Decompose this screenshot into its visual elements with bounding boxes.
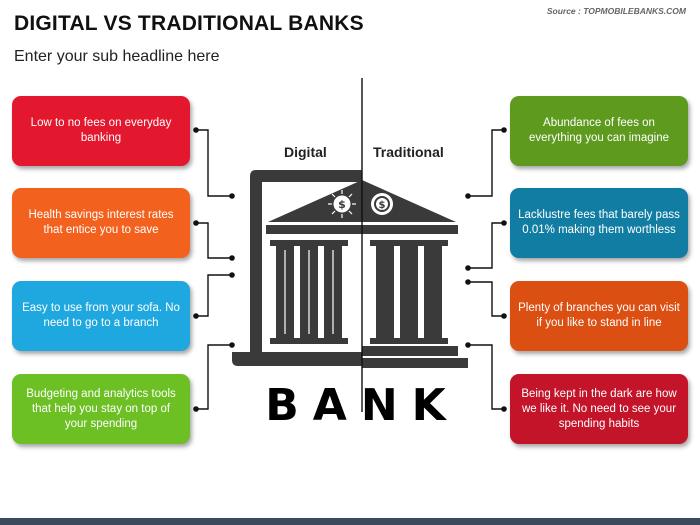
traditional-coin-icon: $	[371, 193, 393, 215]
left-connectors	[196, 129, 232, 410]
page-subtitle: Enter your sub headline here	[14, 48, 220, 65]
svg-text:$: $	[379, 200, 386, 211]
digital-point-1: Low to no fees on everyday banking	[12, 96, 190, 166]
traditional-point-3: Plenty of branches you can visit if you …	[510, 281, 688, 351]
right-connectors	[468, 129, 504, 410]
bottom-bar	[0, 518, 700, 525]
traditional-point-1: Abundance of fees on everything you can …	[510, 96, 688, 166]
traditional-point-4: Being kept in the dark are how we like i…	[510, 374, 688, 444]
digital-label: Digital	[284, 144, 327, 160]
traditional-label: Traditional	[373, 144, 444, 160]
traditional-point-2: Lacklustre fees that barely pass 0.01% m…	[510, 188, 688, 258]
digital-point-2: Health savings interest rates that entic…	[12, 188, 190, 258]
source-credit: Source : TOPMOBILEBANKS.COM	[546, 6, 686, 16]
digital-coin-icon: $	[328, 190, 356, 218]
right-connector-dots	[465, 127, 507, 412]
digital-screen-icon	[232, 170, 362, 366]
left-connector-dots	[193, 127, 235, 412]
digital-point-4: Budgeting and analytics tools that help …	[12, 374, 190, 444]
svg-text:$: $	[338, 198, 346, 211]
traditional-columns-icon	[362, 240, 468, 368]
bank-word: BANK	[265, 380, 460, 431]
digital-column-stripes	[284, 250, 334, 334]
digital-point-3: Easy to use from your sofa. No need to g…	[12, 281, 190, 351]
page-title: DIGITAL VS TRADITIONAL BANKS	[14, 12, 364, 35]
